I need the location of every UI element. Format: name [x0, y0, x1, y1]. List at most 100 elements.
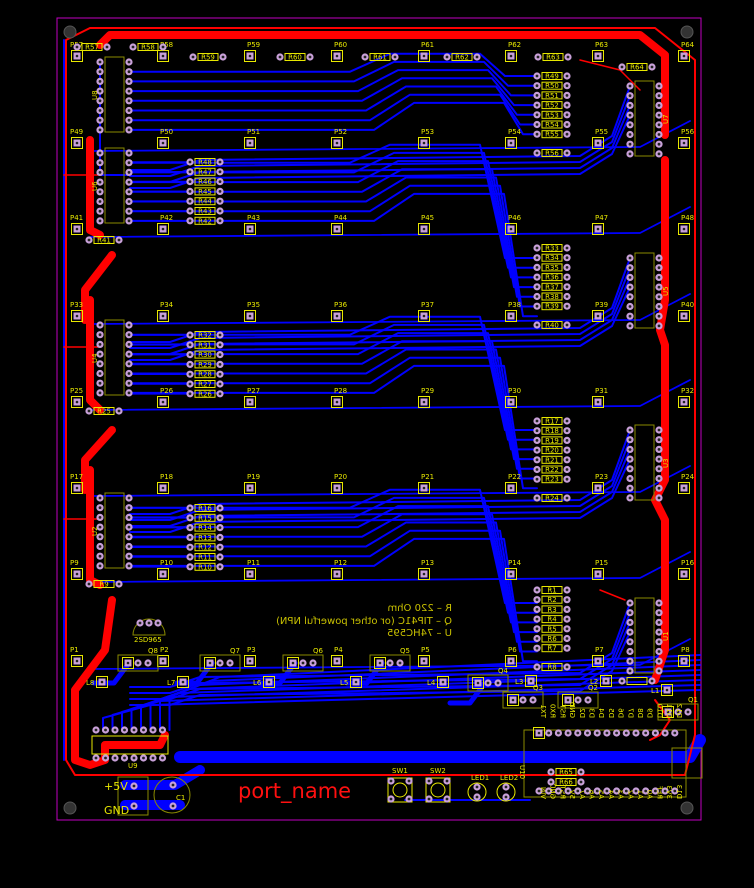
pad-hole	[75, 400, 79, 404]
connector-pad-outline	[71, 396, 83, 408]
pad-label: P23	[595, 473, 608, 481]
resistor-outline	[626, 63, 648, 71]
pad-label: P44	[334, 214, 348, 222]
resistor-outline	[81, 43, 103, 51]
pad-hole	[161, 54, 165, 58]
bottom-trace	[129, 85, 631, 171]
ic-outline	[634, 252, 655, 329]
pad-label: P61	[421, 41, 434, 49]
mcu-pin-label: A4	[607, 789, 615, 799]
pad-hole	[132, 804, 136, 808]
pad-hole	[127, 391, 131, 395]
connector-pad-outline	[244, 310, 256, 322]
pad-label: P38	[508, 301, 521, 309]
pad-hole	[132, 756, 136, 760]
connector-pad-outline	[331, 568, 343, 580]
pad-hole	[605, 731, 609, 735]
pad-hole	[188, 170, 192, 174]
pad-hole	[535, 448, 539, 452]
pad-hole	[123, 728, 126, 732]
connector-pad-outline	[331, 50, 343, 62]
bottom-trace	[129, 438, 631, 521]
pad-label: P26	[160, 387, 174, 395]
pad-hole	[686, 710, 690, 714]
pad-hole	[248, 572, 252, 576]
pad-hole	[665, 688, 669, 692]
ic-label: U8	[91, 90, 99, 100]
connector-pad-outline	[244, 223, 256, 235]
pad-hole	[535, 103, 539, 107]
resistor-outline	[194, 340, 216, 349]
mcu-pin-label: RST	[558, 785, 566, 799]
pad-hole	[94, 756, 98, 760]
bottom-trace	[128, 85, 538, 116]
pad-hole	[98, 151, 102, 155]
pad-label: P35	[247, 301, 260, 309]
pad-hole	[218, 160, 222, 164]
bottom-trace	[129, 94, 631, 177]
pad-hole	[248, 54, 252, 58]
pad-hole	[98, 343, 102, 346]
pad-hole	[188, 506, 192, 510]
resistor-outline	[197, 53, 219, 61]
pad-hole	[547, 789, 551, 793]
pad-hole	[549, 770, 553, 774]
pad-hole	[535, 275, 539, 279]
pad-label: P20	[334, 473, 347, 481]
pad-label: P48	[681, 214, 694, 222]
resistor-outline	[194, 187, 216, 196]
connector-pad-outline	[678, 50, 690, 62]
resistor-label: R16	[198, 505, 212, 513]
mcu-pin-label: GND	[549, 783, 557, 799]
resistor-outline	[194, 553, 216, 561]
resistor-label: R52	[545, 102, 559, 110]
resistor-label: R30	[198, 351, 212, 359]
pad-hole	[657, 659, 661, 663]
pad-hole	[565, 617, 569, 621]
resistor-label: R43	[198, 208, 212, 216]
pad-hole	[657, 428, 661, 432]
pad-hole	[628, 669, 632, 673]
connector-pad-outline	[244, 137, 256, 149]
bottom-trace	[89, 379, 691, 411]
power-rail	[86, 136, 104, 239]
pad-hole	[682, 400, 686, 404]
pad-hole	[657, 601, 661, 605]
transistor-outline	[369, 654, 411, 672]
pad-hole	[104, 756, 107, 760]
pad-hole	[566, 698, 570, 702]
pad-label: P42	[160, 214, 173, 222]
pad-hole	[311, 661, 315, 665]
transistor-trace	[447, 680, 488, 706]
resistor-outline	[541, 149, 563, 157]
pad-hole	[535, 627, 539, 631]
connector-pad-outline	[505, 482, 517, 494]
bottom-trace	[129, 266, 631, 349]
pad-hole	[650, 679, 654, 683]
pad-hole	[218, 382, 222, 386]
pad-hole	[98, 89, 102, 93]
pad-hole	[504, 795, 508, 799]
transistor-pin-outline	[472, 677, 484, 689]
pad-label: P16	[681, 559, 695, 567]
power-rail	[86, 466, 104, 589]
pad-hole	[127, 89, 131, 93]
resistor-outline	[542, 53, 564, 61]
resistor-outline	[194, 370, 216, 379]
pad-hole	[156, 621, 160, 625]
pad-hole	[535, 84, 539, 88]
connector-pad-outline	[157, 223, 169, 235]
pad-hole	[628, 659, 632, 663]
legend-line: Q – TIP41C (or other powerful NPN)	[276, 616, 452, 627]
pad-hole	[98, 219, 102, 223]
resistor-label: R29	[198, 361, 212, 369]
pad-hole	[218, 343, 222, 347]
pad-hole	[566, 55, 570, 59]
pad-hole	[535, 246, 539, 250]
pad-hole	[388, 661, 392, 665]
resistor-label: R6	[547, 635, 557, 643]
pad-hole	[151, 728, 155, 732]
led-pad-outline	[600, 675, 612, 687]
pad-hole	[218, 353, 222, 356]
resistor-outline	[541, 624, 563, 633]
